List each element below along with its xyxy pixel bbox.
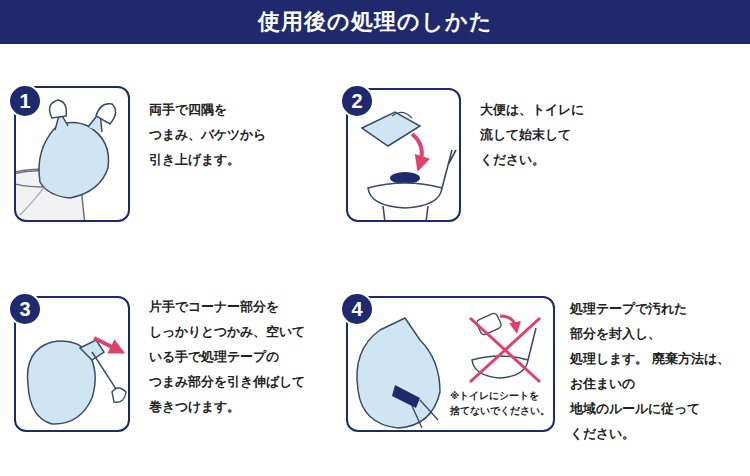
step-description: 大便は、トイレに 流して始末して ください。 — [480, 97, 588, 172]
step-frame: 4処理テープで汚れた 部分を封入し、処理します。 廃棄方法は、お住まいの 地域の… — [346, 296, 555, 432]
title-text: 使用後の処理のしかた — [258, 11, 493, 33]
step-number: 1 — [19, 91, 30, 111]
step-frame: 2大便は、トイレに 流して始末して ください。 — [346, 88, 461, 222]
step-description: 片手でコーナー部分を しっかりとつかみ、空いて いる手で処理テープの つまみ部分… — [149, 294, 307, 419]
step-number-circle: 1 — [8, 84, 42, 118]
step-frame: 1両手で四隅を つまみ、バケツから 引き上げます。 — [14, 86, 130, 222]
bag-lift-illustration — [15, 100, 116, 221]
toilet-flush-illustration — [362, 112, 456, 221]
step-number: 3 — [19, 299, 30, 319]
step-number: 2 — [351, 91, 362, 111]
step-frame: 3片手でコーナー部分を しっかりとつかみ、空いて いる手で処理テープの つまみ部… — [14, 296, 130, 432]
step-number: 4 — [351, 299, 362, 319]
step-number-circle: 3 — [8, 292, 42, 326]
step-number-circle: 2 — [340, 84, 374, 118]
step-description: 両手で四隅を つまみ、バケツから 引き上げます。 — [149, 97, 269, 172]
step-description: 処理テープで汚れた 部分を封入し、処理します。 廃棄方法は、お住まいの 地域のル… — [570, 296, 736, 446]
sealed-bag-illustration — [357, 318, 440, 428]
bag-tie-illustration — [28, 338, 127, 424]
no-toilet-symbol — [470, 312, 540, 382]
caution-note: ※トイレにシートを 捨てないでください。 — [450, 388, 549, 418]
step-number-circle: 4 — [340, 292, 374, 326]
title-band: 使用後の処理のしかた — [0, 0, 750, 44]
